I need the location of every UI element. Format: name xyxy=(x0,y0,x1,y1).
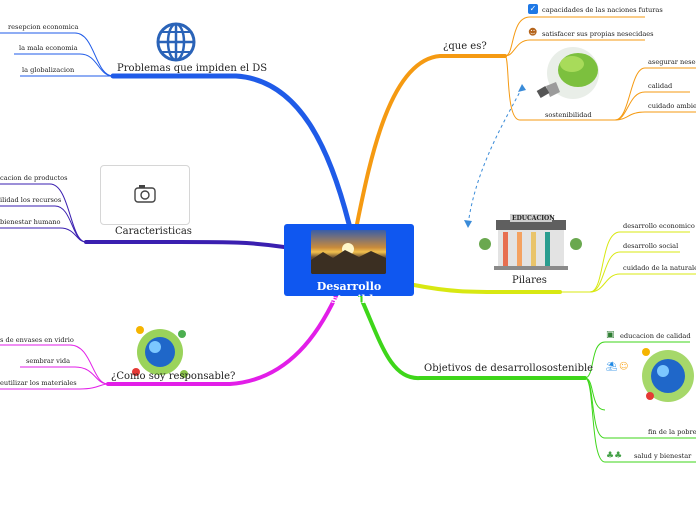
sostenibilidad-item-3[interactable]: cuidado ambienta xyxy=(648,102,696,110)
sostenibilidad-item-2[interactable]: calidad xyxy=(648,82,673,90)
smile-icon: ☺ xyxy=(619,362,629,372)
sostenibilidad-item-1[interactable]: asegurar nesecida xyxy=(648,58,696,66)
branch-objetivos-item-4 xyxy=(584,377,696,463)
branch-problemas-item-2 xyxy=(14,53,114,77)
branch-responsable-item-2 xyxy=(20,366,109,385)
image-placeholder[interactable] xyxy=(100,165,190,225)
caracteristicas-item-3[interactable]: bienestar humano xyxy=(0,218,61,226)
caracteristicas-item-2[interactable]: ilidad los recursos xyxy=(0,196,62,204)
topic-sostenibilidad[interactable]: sostenibilidad xyxy=(545,111,592,119)
earth-collage-icon-2 xyxy=(642,348,694,402)
relationship-arrow-bottom xyxy=(464,220,472,228)
building-sign-text: EDUCACION xyxy=(512,215,555,222)
central-topic[interactable]: Desarrollo sostenible xyxy=(284,224,414,306)
responsable-item-2[interactable]: sembrar vida xyxy=(26,357,71,365)
person-icon: ☻ xyxy=(528,28,538,38)
objetivos-item-2[interactable]: fin de la pobreza xyxy=(648,428,696,436)
topic-que-es[interactable]: ¿que es? xyxy=(443,41,487,52)
branch-pilares-item-3 xyxy=(589,273,696,293)
topic-problemas[interactable]: Problemas que impiden el DS xyxy=(117,63,268,74)
branch-pilares-item-2 xyxy=(589,251,680,293)
responsable-item-3[interactable]: eutilizar los materiales xyxy=(0,379,77,387)
branch-sost-item-2 xyxy=(614,91,690,121)
branch-sost-item-3 xyxy=(614,111,696,121)
sunset-landscape-image xyxy=(311,230,386,274)
branch-que-es-sostenibilidad xyxy=(504,55,615,121)
topic-responsable[interactable]: ¿Como soy responsable? xyxy=(111,371,236,382)
problemas-item-1[interactable]: resepcion economica xyxy=(8,23,79,31)
pilares-item-1[interactable]: desarrollo economico xyxy=(623,222,695,230)
lightbulb-icon xyxy=(536,47,599,99)
topic-objetivos[interactable]: Objetivos de desarrollosostenible xyxy=(424,363,594,374)
problemas-item-3[interactable]: la globalizacion xyxy=(22,66,75,74)
pilares-item-2[interactable]: desarrollo social xyxy=(623,242,679,250)
trees-icon: ♣♣ xyxy=(606,451,623,461)
branch-que-es-item-2 xyxy=(504,39,645,57)
topic-pilares[interactable]: Pilares xyxy=(512,275,547,286)
globe-icon xyxy=(156,22,196,62)
teacher-icon: ▣ xyxy=(606,330,615,340)
objetivos-item-1[interactable]: educacion de calidad xyxy=(620,332,691,340)
branch-caracteristicas-item-3 xyxy=(0,227,87,243)
branch-problemas xyxy=(110,73,352,227)
objetivos-item-3[interactable]: salud y bienestar xyxy=(634,452,692,460)
branch-objetivos xyxy=(358,294,587,381)
camera-icon xyxy=(134,185,156,203)
que-es-item-2[interactable]: satisfacer sus propias nesecidaes xyxy=(542,30,654,38)
responsable-item-1[interactable]: s de envases en vidrio xyxy=(0,336,74,344)
branch-pilares-item-1 xyxy=(589,231,690,293)
que-es-item-1[interactable]: capacidades de las naciones futuras xyxy=(542,6,663,14)
branch-caracteristicas xyxy=(84,240,286,249)
beach-icon: ⛱ xyxy=(606,362,618,372)
branch-que-es xyxy=(355,54,507,226)
branch-responsable xyxy=(106,294,338,386)
branch-pilares xyxy=(412,283,562,294)
caracteristicas-item-1[interactable]: cacion de productos xyxy=(0,174,68,182)
problemas-item-2[interactable]: la mala economia xyxy=(19,44,78,52)
topic-caracteristicas[interactable]: Caracteristicas xyxy=(115,226,192,237)
branch-responsable-item-3 xyxy=(0,383,109,390)
branch-objetivos-item-1 xyxy=(584,341,690,379)
branch-sost-item-1 xyxy=(614,67,696,121)
relationship-line xyxy=(467,87,523,226)
building-icon xyxy=(479,214,582,270)
earth-collage-icon xyxy=(132,326,188,378)
checkbox-icon: ✓ xyxy=(528,4,538,14)
central-topic-title: Desarrollo sostenible xyxy=(316,280,382,306)
relationship-arrow-top xyxy=(518,84,526,92)
branch-que-es-item-1 xyxy=(504,16,645,57)
pilares-item-3[interactable]: cuidado de la naturaleza xyxy=(623,264,696,272)
